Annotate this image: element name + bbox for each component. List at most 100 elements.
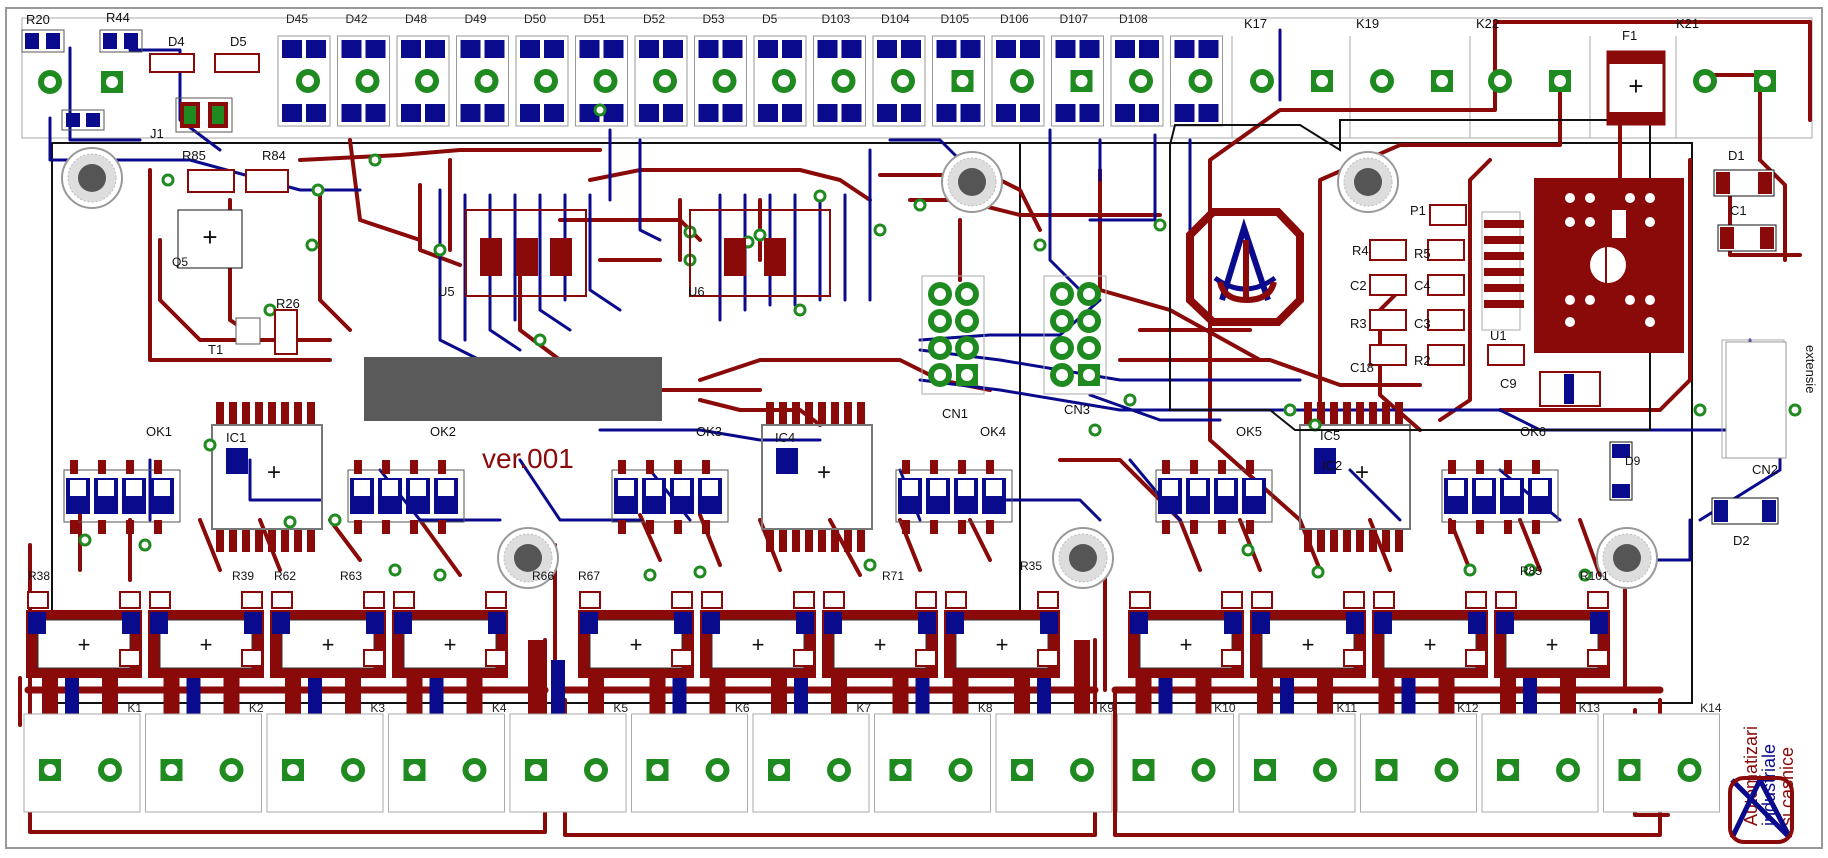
connector-label: K19 (1356, 16, 1379, 31)
ic-label: IC4 (775, 430, 795, 445)
relay-pad (946, 612, 964, 634)
smd-pad (1174, 40, 1195, 58)
relay-pad (150, 612, 168, 634)
via (328, 513, 342, 527)
drill-hole (590, 764, 602, 776)
opto-label: OK6 (1520, 424, 1546, 439)
ic-pin (818, 530, 826, 552)
opto-pin (986, 520, 994, 534)
drill-hole (1319, 764, 1331, 776)
smd-pad (341, 40, 362, 58)
smd-resistor (485, 649, 507, 667)
via (593, 103, 607, 117)
smd-resistor (149, 591, 171, 609)
relay-polarity: + (996, 632, 1009, 657)
opto-outline (63, 469, 181, 523)
drill-hole (1683, 764, 1696, 776)
ic-pin (307, 402, 315, 424)
led-cell (872, 35, 926, 127)
opto-pad-window (986, 480, 1002, 496)
opto-pin (1476, 520, 1484, 534)
led-cell (932, 35, 985, 127)
smd-pad (841, 104, 862, 122)
drill-hole (961, 342, 973, 354)
ic-pin (1330, 530, 1338, 552)
via (433, 243, 447, 257)
top-led-label: D104 (881, 12, 910, 26)
part-label: CN2 (1752, 462, 1778, 477)
smd-pad (365, 104, 386, 122)
ic-label: IC5 (1320, 428, 1340, 443)
relay-window (1383, 619, 1477, 669)
relay-pad (1346, 612, 1364, 634)
via (263, 303, 277, 317)
ic-pin (1356, 530, 1364, 552)
connector-label: K21 (1676, 16, 1699, 31)
main-frame-right (1019, 142, 1693, 704)
opto-pad-window (646, 480, 662, 496)
ic-pin (792, 530, 800, 552)
bottom-connector-label: K13 (1579, 701, 1601, 715)
ic-pin (294, 402, 302, 424)
relay-pad (1130, 612, 1148, 634)
opto-pin (410, 460, 418, 474)
drill-hole (1016, 764, 1028, 776)
via (1463, 563, 1477, 577)
relay-window (711, 619, 805, 669)
drill-hole (1502, 764, 1514, 776)
smd-resistor (1221, 649, 1243, 667)
optocoupler-group: +++ (63, 402, 1559, 552)
opto-pad-window (1448, 480, 1464, 496)
smd-resistor (793, 591, 815, 609)
led-cell (575, 35, 628, 127)
drill-hole (165, 764, 178, 776)
part-label: R20 (26, 12, 50, 27)
via (433, 568, 447, 582)
opto-pin (1504, 460, 1512, 474)
part-label: P1 (1410, 203, 1426, 218)
relay-window (37, 619, 131, 669)
ic-outline (1299, 424, 1411, 530)
resistor-label: R35 (1020, 559, 1042, 573)
smd-pad (1115, 40, 1135, 58)
connector-label: K22 (1476, 16, 1499, 31)
drill-hole (1135, 75, 1147, 87)
opto-outline (1155, 469, 1273, 523)
ic-pin (307, 530, 315, 552)
smd-pad (817, 104, 838, 122)
smd-pad (698, 104, 719, 122)
top-led-label: D51 (584, 12, 606, 26)
relay-window (159, 619, 253, 669)
bottom-connector-label: K1 (127, 701, 142, 715)
drill-hole (651, 764, 664, 776)
mounting-hole-drill (1354, 168, 1382, 196)
smd-pad (1198, 40, 1219, 58)
relay-pad (796, 612, 814, 634)
opto-outline (895, 469, 1013, 523)
opto-pin (702, 520, 710, 534)
ic-module-block (364, 357, 662, 421)
mounting-hole-drill (1069, 544, 1097, 572)
via (283, 515, 297, 529)
opto-pin (958, 520, 966, 534)
part-label: U5 (438, 284, 455, 299)
smd-resistor (1587, 591, 1609, 609)
opto-pin (126, 460, 134, 474)
smd-resistor (1587, 649, 1609, 667)
opto-pin (1190, 460, 1198, 474)
drill-hole (225, 764, 238, 776)
drill-hole (1494, 75, 1506, 87)
bottom-connector-label: K12 (1457, 701, 1479, 715)
via (693, 565, 707, 579)
ic-pin (1304, 402, 1312, 424)
drill-hole (1137, 764, 1150, 776)
smd-pad (520, 104, 540, 122)
top-led-label: D50 (524, 12, 546, 26)
led-cell (634, 35, 688, 127)
via (813, 189, 827, 203)
relay-pad (122, 612, 140, 634)
ic-pin (268, 402, 276, 424)
opto-pad-window (618, 480, 634, 496)
part-label: C18 (1350, 360, 1374, 375)
led-cell (456, 35, 509, 127)
